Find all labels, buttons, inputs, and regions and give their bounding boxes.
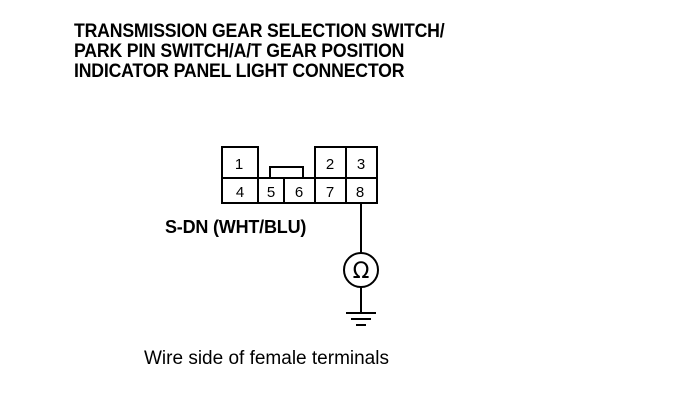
connector-housing bbox=[221, 146, 378, 204]
ohmmeter-icon: Ω bbox=[343, 252, 379, 288]
terminal-3-label: 3 bbox=[357, 156, 365, 173]
terminal-2-label: 2 bbox=[326, 156, 334, 173]
wire-label: S-DN (WHT/BLU) bbox=[165, 217, 307, 237]
connector-title: TRANSMISSION GEAR SELECTION SWITCH/ PARK… bbox=[74, 21, 445, 82]
terminal-6-label: 6 bbox=[295, 184, 303, 201]
title-line-2: PARK PIN SWITCH/A/T GEAR POSITION bbox=[74, 41, 405, 62]
title-line-3: INDICATOR PANEL LIGHT CONNECTOR bbox=[74, 61, 405, 82]
terminal-5-label: 5 bbox=[267, 184, 275, 201]
view-caption: Wire side of female terminals bbox=[144, 348, 389, 369]
terminal-8-label: 8 bbox=[356, 184, 364, 201]
ground-icon bbox=[346, 312, 376, 326]
title-line-1: TRANSMISSION GEAR SELECTION SWITCH/ bbox=[74, 21, 445, 42]
terminal-7-label: 7 bbox=[326, 184, 334, 201]
ohmmeter-symbol: Ω bbox=[353, 259, 370, 284]
terminal-4-label: 4 bbox=[236, 184, 244, 201]
connector-lock-tab bbox=[269, 166, 304, 178]
terminal-1-label: 1 bbox=[235, 156, 243, 173]
